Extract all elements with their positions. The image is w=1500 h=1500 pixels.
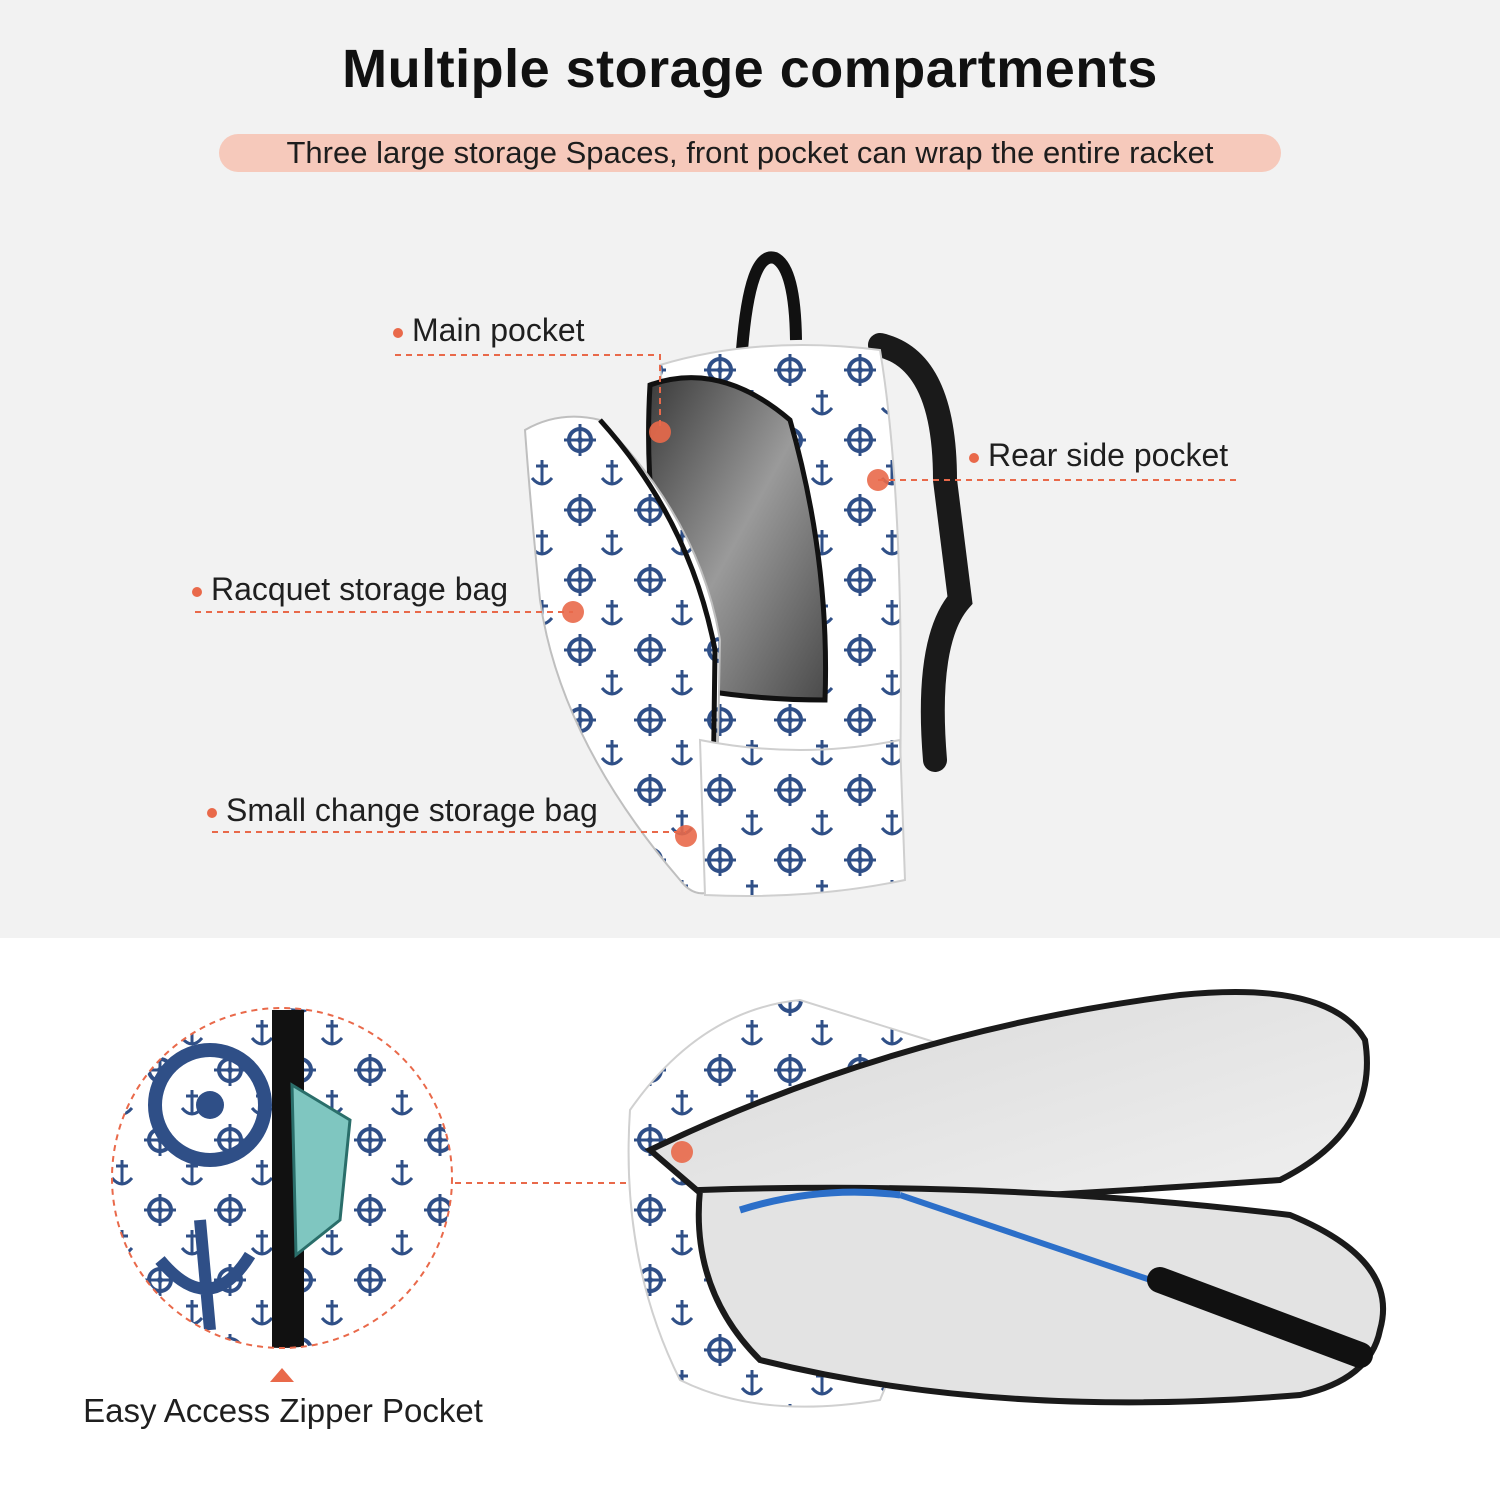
bullet-icon — [192, 586, 202, 597]
callout-markers — [562, 421, 889, 847]
callout-label: Rear side pocket — [988, 437, 1229, 473]
callout-label: Main pocket — [412, 312, 585, 348]
callout-lines — [195, 354, 1240, 833]
racket-grip — [1147, 1267, 1373, 1368]
open-racket-bag — [627, 989, 1387, 1408]
bullet-icon — [969, 452, 979, 463]
handle — [736, 251, 802, 351]
page-title: Multiple storage compartments — [342, 39, 1158, 99]
detail-marker — [671, 1141, 693, 1163]
callout-label: Racquet storage bag — [211, 571, 509, 607]
bullet-icon — [207, 807, 217, 818]
page-subtitle: Three large storage Spaces, front pocket… — [286, 135, 1214, 170]
subtitle-pill — [219, 134, 1281, 172]
backpack-image — [523, 251, 973, 897]
callout-racquet-storage-bag: Racquet storage bag — [192, 571, 508, 608]
up-arrow-icon — [270, 1368, 294, 1382]
callout-rear-side-pocket: Rear side pocket — [969, 437, 1228, 474]
bullet-icon — [393, 327, 403, 338]
callout-small-change-storage-bag: Small change storage bag — [207, 792, 598, 829]
zipper-pocket-label: Easy Access Zipper Pocket — [83, 1392, 483, 1429]
base-lining — [695, 1184, 1387, 1406]
callout-label: Small change storage bag — [226, 792, 598, 828]
shoulder-strap — [868, 333, 973, 772]
racket-head — [738, 1188, 901, 1214]
lower-body — [698, 738, 907, 897]
zipper-detail-circle — [111, 1007, 453, 1382]
racket-shaft — [899, 1192, 1181, 1293]
front-zipper — [598, 418, 718, 881]
callout-main-pocket: Main pocket — [393, 312, 585, 349]
